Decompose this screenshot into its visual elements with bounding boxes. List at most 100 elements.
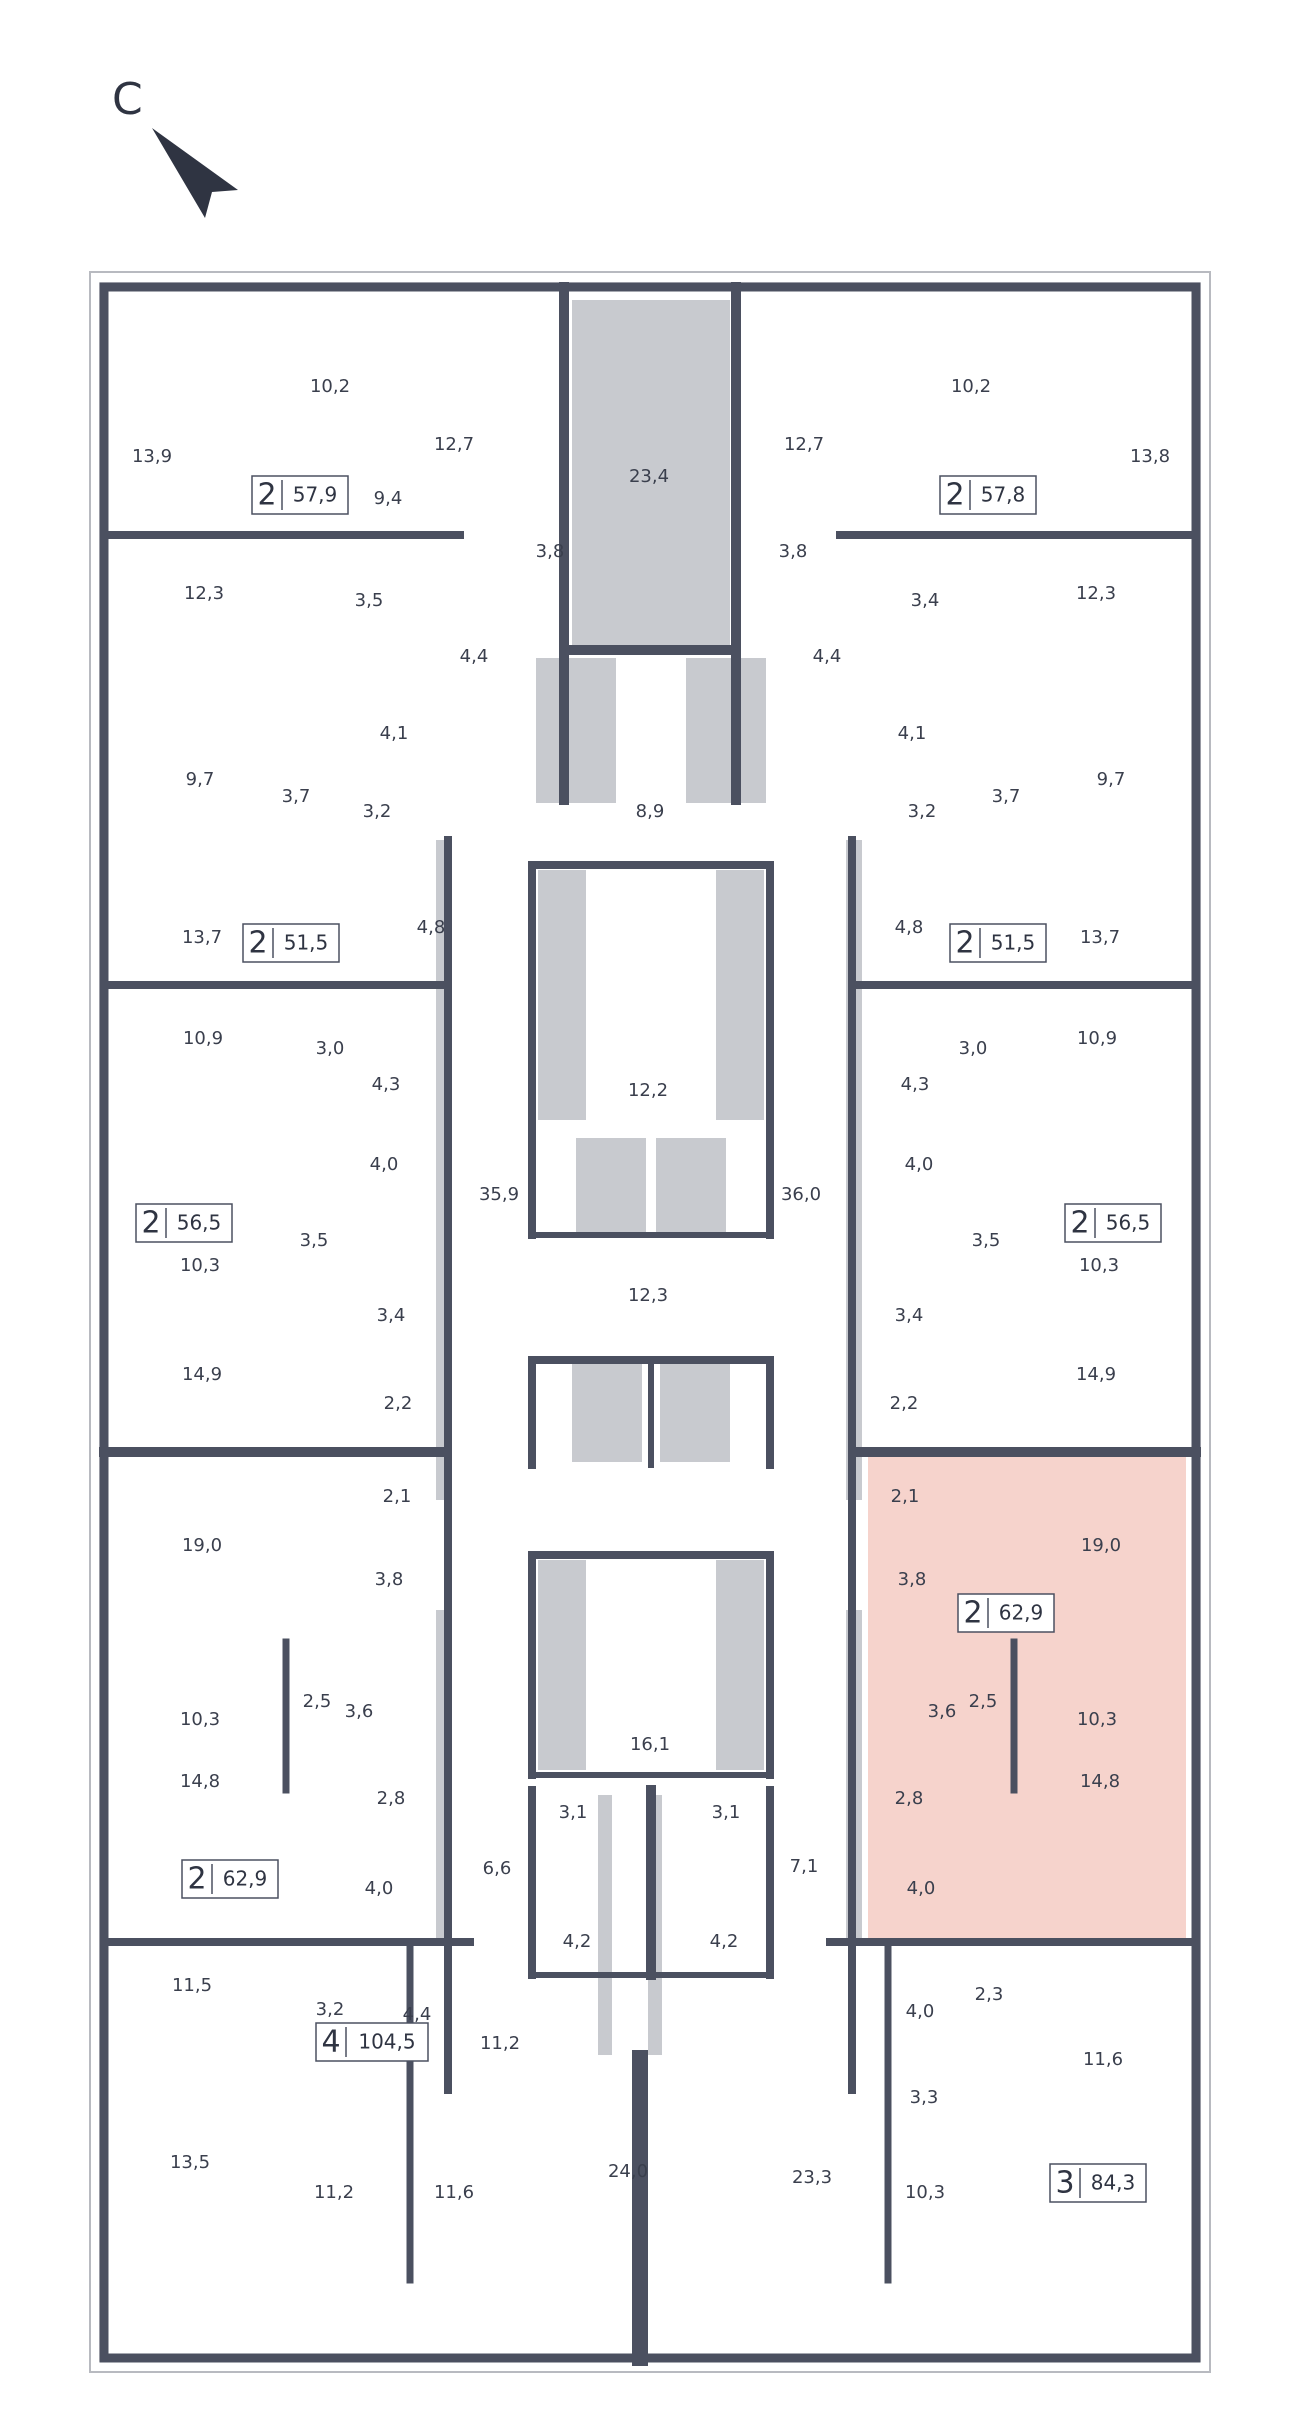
room-area-label: 3,4 — [895, 1305, 924, 1326]
room-area-label: 11,6 — [1083, 2049, 1123, 2070]
room-area-label: 11,5 — [172, 1975, 212, 1996]
badge-frame — [1049, 2163, 1147, 2203]
room-area-label: 2,2 — [890, 1393, 919, 1414]
room-area-label: 3,8 — [779, 541, 808, 562]
north-arrow-icon — [152, 128, 238, 218]
apartment-rooms: 2 — [955, 926, 974, 961]
room-area-label: 13,7 — [1080, 927, 1120, 948]
room-area-label: 10,3 — [1077, 1709, 1117, 1730]
apartment-rooms: 2 — [945, 478, 964, 513]
room-area-label: 14,8 — [180, 1771, 220, 1792]
apartment-area: 51,5 — [284, 931, 329, 955]
room-area-label: 4,1 — [380, 723, 409, 744]
room-area-label: 12,3 — [628, 1285, 668, 1306]
room-area-label: 9,4 — [374, 488, 403, 509]
room-area-label: 3,8 — [375, 1569, 404, 1590]
building-outline — [89, 271, 1211, 2373]
room-area-label: 3,6 — [928, 1701, 957, 1722]
room-labels: 13,910,212,723,412,710,213,89,49,53,83,8… — [132, 376, 1170, 2203]
room-area-label: 4,2 — [563, 1931, 592, 1952]
room-area-label: 3,7 — [282, 786, 311, 807]
apartment-area: 57,9 — [293, 483, 338, 507]
room-area-label: 2,1 — [383, 1486, 412, 1507]
room-area-label: 3,5 — [300, 1230, 329, 1251]
room-area-label: 4,0 — [907, 1878, 936, 1899]
room-area-label: 4,4 — [460, 646, 489, 667]
room-area-label: 14,9 — [182, 1364, 222, 1385]
apartment-rooms: 2 — [141, 1206, 160, 1241]
room-area-label: 14,9 — [1076, 1364, 1116, 1385]
apartment-area: 56,5 — [177, 1211, 222, 1235]
apartment-rooms: 4 — [321, 2025, 340, 2060]
badge-frame — [135, 1203, 233, 1243]
room-area-label: 3,1 — [712, 1802, 741, 1823]
room-area-label: 3,5 — [355, 590, 384, 611]
room-area-label: 4,3 — [372, 1074, 401, 1095]
room-area-label: 19,0 — [182, 1535, 222, 1556]
room-area-label: 10,3 — [180, 1709, 220, 1730]
room-area-label: 4,0 — [905, 1154, 934, 1175]
room-area-label: 13,5 — [170, 2152, 210, 2173]
badge-frame — [939, 475, 1037, 515]
room-area-label: 3,3 — [910, 2087, 939, 2108]
room-area-label: 12,7 — [434, 434, 474, 455]
north-marker: С — [112, 74, 238, 218]
highlighted-apartment — [868, 1452, 1186, 1938]
room-area-label: 11,2 — [314, 2182, 354, 2203]
badge-frame — [315, 2022, 429, 2062]
room-area-label: 19,0 — [1081, 1535, 1121, 1556]
room-area-label: 12,3 — [1076, 583, 1116, 604]
room-area-label: 12,2 — [628, 1080, 668, 1101]
room-area-label: 2,8 — [895, 1788, 924, 1809]
room-area-label: 3,0 — [959, 1038, 988, 1059]
room-area-label: 4,3 — [901, 1074, 930, 1095]
room-area-label: 10,3 — [1079, 1255, 1119, 1276]
badge-frame — [251, 475, 349, 515]
room-area-label: 4,2 — [710, 1931, 739, 1952]
room-area-label: 35,9 — [479, 1184, 519, 1205]
room-area-label: 3,5 — [972, 1230, 1001, 1251]
room-area-label: 9,7 — [186, 769, 215, 790]
room-area-label: 11,2 — [480, 2033, 520, 2054]
walls — [99, 282, 1201, 2366]
room-area-label: 3,2 — [316, 1999, 345, 2020]
room-area-label: 9,7 — [1097, 769, 1126, 790]
room-area-label: 4,8 — [895, 917, 924, 938]
room-area-label: 24,0 — [608, 2161, 648, 2182]
room-area-label: 10,2 — [310, 376, 350, 397]
apartment-rooms: 2 — [1070, 1206, 1089, 1241]
room-area-label: 2,5 — [303, 1691, 332, 1712]
room-area-label: 13,7 — [182, 927, 222, 948]
apartment-rooms: 2 — [257, 478, 276, 513]
apartment-rooms: 2 — [187, 1862, 206, 1897]
room-area-label: 11,6 — [434, 2182, 474, 2203]
north-label: С — [112, 74, 143, 125]
room-area-label: 4,1 — [898, 723, 927, 744]
room-area-label: 12,3 — [184, 583, 224, 604]
badge-frame — [181, 1859, 279, 1899]
room-area-label: 2,8 — [377, 1788, 406, 1809]
room-area-label: 10,9 — [1077, 1028, 1117, 1049]
room-area-label: 3,7 — [992, 786, 1021, 807]
room-area-label: 2,3 — [975, 1984, 1004, 2005]
room-area-label: 13,8 — [1130, 446, 1170, 467]
apartment-area: 57,8 — [981, 483, 1026, 507]
room-area-label: 4,8 — [417, 917, 446, 938]
room-area-label: 3,1 — [559, 1802, 588, 1823]
room-area-label: 36,0 — [781, 1184, 821, 1205]
room-area-label: 4,0 — [906, 2001, 935, 2022]
room-area-label: 4,0 — [365, 1878, 394, 1899]
room-area-label: 3,6 — [345, 1701, 374, 1722]
